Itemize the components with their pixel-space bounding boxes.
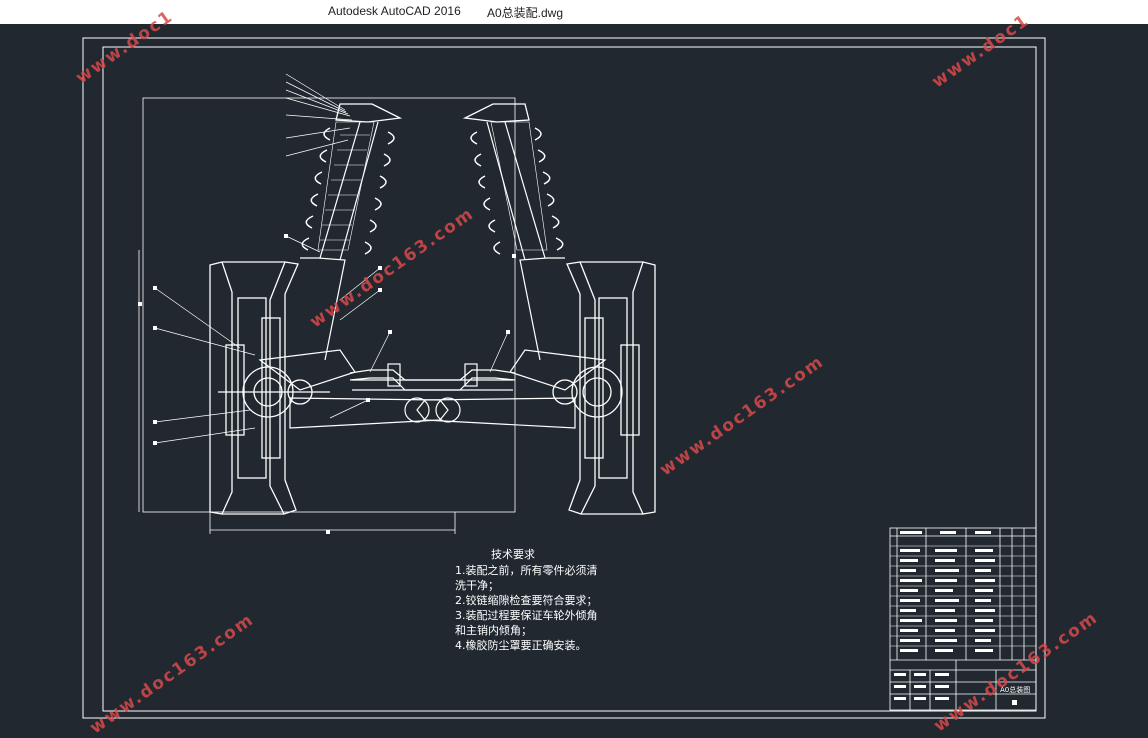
drawing-canvas[interactable]: 技术要求 1.装配之前，所有零件必须清 洗干净； 2.铰链缩隙检查要符合要求； …: [0, 6, 1148, 738]
technical-requirements: 技术要求 1.装配之前，所有零件必须清 洗干净； 2.铰链缩隙检查要符合要求； …: [455, 547, 598, 653]
right-assembly: [349, 103, 656, 515]
notes-title: 技术要求: [491, 548, 535, 561]
outer-frame: [82, 37, 1046, 719]
cad-drawing: [82, 37, 1046, 719]
note-line: 4.橡胶防尘罩要正确安装。: [455, 639, 587, 652]
title-block-name: A0总装图: [1000, 686, 1031, 694]
inner-frame: [102, 46, 1037, 712]
app-title: Autodesk AutoCAD 2016: [328, 4, 461, 18]
left-wheel: [209, 261, 330, 515]
note-line: 1.装配之前，所有零件必须清: [455, 564, 598, 577]
left-strut: [300, 103, 403, 361]
note-line: 3.装配过程要保证车轮外倾角: [455, 609, 598, 622]
title-bar: Autodesk AutoCAD 2016 A0总装配.dwg: [0, 0, 1148, 24]
left-arms: [258, 349, 516, 429]
leader-lines: [154, 73, 509, 444]
title-block: [889, 527, 1037, 711]
dimension-box: [142, 97, 516, 513]
parts-list-text-blocks: [894, 531, 1017, 705]
file-name: A0总装配.dwg: [487, 6, 564, 20]
note-line: 洗干净；: [455, 579, 499, 592]
parts-list-rows: [890, 545, 1036, 647]
note-line: 2.铰链缩隙检查要符合要求；: [455, 594, 598, 607]
note-line: 和主销内倾角；: [455, 624, 532, 637]
